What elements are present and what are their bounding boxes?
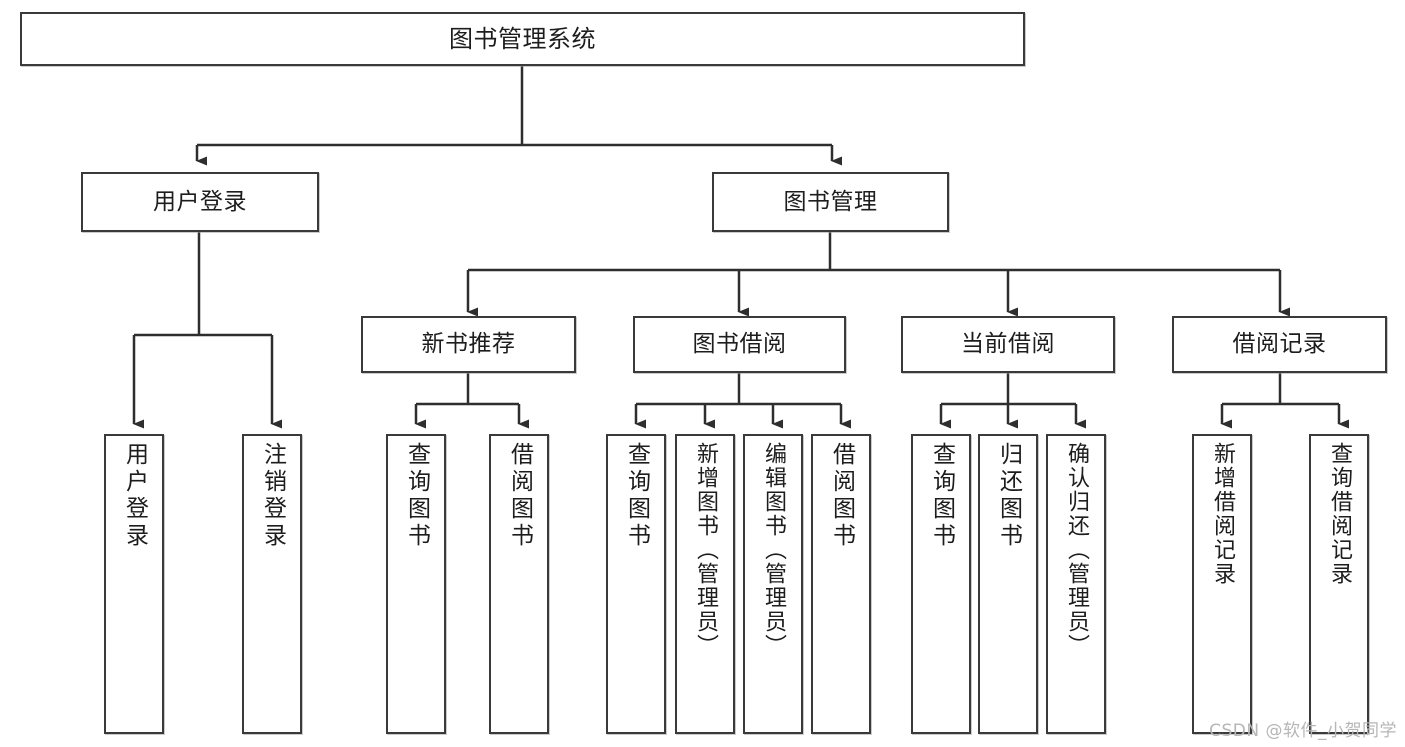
leaf-add-book-admin[interactable]: 新增图书（管理员） [675, 434, 735, 734]
leaf-query-book-borrow[interactable]: 查询图书 [606, 434, 666, 734]
node-current-borrow[interactable]: 当前借阅 [901, 316, 1115, 373]
node-label: 注销登录 [259, 442, 286, 550]
node-label: 归还图书 [995, 442, 1022, 550]
node-label: 查询图书 [928, 442, 955, 550]
node-label: 用户登录 [121, 442, 148, 550]
node-label: 借阅记录 [1232, 331, 1327, 358]
node-label: 新书推荐 [421, 331, 516, 358]
leaf-add-borrow-record[interactable]: 新增借阅记录 [1192, 434, 1252, 734]
leaf-borrow-book-new-recommend[interactable]: 借阅图书 [489, 434, 549, 734]
node-label: 查询图书 [623, 442, 650, 550]
node-label: 用户登录 [153, 188, 247, 215]
leaf-user-login[interactable]: 用户登录 [104, 434, 164, 734]
leaf-confirm-return-admin[interactable]: 确认归还（管理员） [1046, 434, 1106, 734]
node-label: 新增图书（管理员） [693, 442, 718, 658]
node-label: 图书管理 [783, 188, 878, 215]
node-label: 当前借阅 [961, 331, 1055, 358]
node-label: 图书借阅 [692, 331, 787, 358]
leaf-edit-book-admin[interactable]: 编辑图书（管理员） [743, 434, 803, 734]
node-root-book-management-system[interactable]: 图书管理系统 [20, 12, 1025, 66]
leaf-query-book-new-recommend[interactable]: 查询图书 [386, 434, 446, 734]
node-label: 编辑图书（管理员） [761, 442, 786, 658]
node-label: 新增借阅记录 [1210, 442, 1235, 586]
node-label: 确认归还（管理员） [1064, 442, 1089, 658]
node-new-book-recommend[interactable]: 新书推荐 [361, 316, 576, 373]
node-book-management[interactable]: 图书管理 [712, 172, 949, 232]
node-label: 借阅图书 [828, 442, 855, 550]
leaf-query-book-current[interactable]: 查询图书 [911, 434, 971, 734]
leaf-borrow-book-borrow[interactable]: 借阅图书 [811, 434, 871, 734]
node-label: 查询借阅记录 [1327, 442, 1352, 586]
node-label: 图书管理系统 [449, 25, 596, 53]
leaf-query-borrow-record[interactable]: 查询借阅记录 [1309, 434, 1369, 734]
csdn-watermark: CSDN @软件_小贺同学 [1209, 721, 1397, 741]
node-label: 借阅图书 [506, 442, 533, 550]
node-user-login[interactable]: 用户登录 [81, 172, 319, 232]
leaf-logout-login[interactable]: 注销登录 [242, 434, 302, 734]
node-borrow-record[interactable]: 借阅记录 [1172, 316, 1387, 373]
node-label: 查询图书 [403, 442, 430, 550]
leaf-return-book[interactable]: 归还图书 [978, 434, 1038, 734]
node-book-borrow[interactable]: 图书借阅 [633, 316, 846, 373]
